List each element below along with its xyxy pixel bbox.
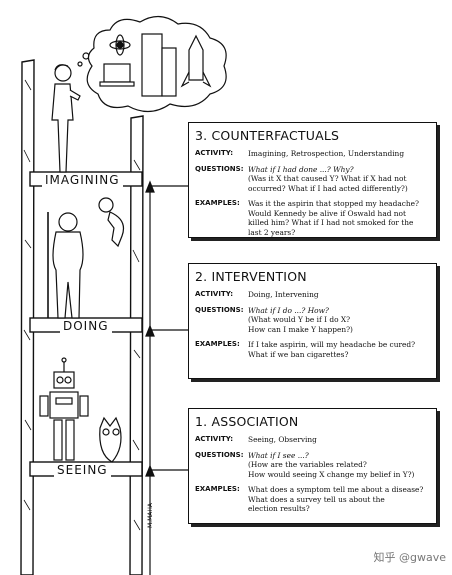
- example-line: Would Kennedy be alive if Oswald had not: [248, 208, 406, 218]
- activity-value: Seeing, Observing: [248, 435, 317, 444]
- ladder-rails: [20, 59, 144, 575]
- rung-label-doing: DOING: [60, 319, 112, 333]
- activity-value: Imagining, Retrospection, Understanding: [248, 149, 405, 158]
- question-line: occurred? What if I had acted differentl…: [248, 183, 408, 193]
- example-line: If I take aspirin, will my headache be c…: [248, 340, 416, 349]
- questions-row: QUESTIONS: What if I see ...? (How are t…: [195, 451, 430, 480]
- questions-lead: What if I had done ...? Why?: [248, 164, 354, 174]
- example-line: killed him? What if I had not smoked for…: [248, 218, 414, 227]
- thinking-person-figure: [51, 64, 81, 173]
- examples-label: EXAMPLES:: [195, 199, 240, 207]
- association-box: 1. ASSOCIATION ACTIVITY: Seeing, Observi…: [188, 408, 437, 524]
- caveman-figure: [47, 212, 84, 319]
- box-title: 3. COUNTERFACTUALS: [195, 128, 340, 143]
- thought-cloud: [77, 15, 227, 113]
- counterfactuals-box: 3. COUNTERFACTUALS ACTIVITY: Imagining, …: [188, 122, 437, 238]
- watermark: 知乎 @gwave: [373, 551, 447, 564]
- example-line: What does a survey tell us about the: [248, 494, 385, 504]
- question-line: (How are the variables related?: [248, 460, 367, 469]
- activity-row: ACTIVITY: Imagining, Retrospection, Unde…: [195, 149, 430, 159]
- questions-label: QUESTIONS:: [195, 305, 244, 314]
- activity-label: ACTIVITY:: [195, 149, 233, 157]
- question-line: How can I make Y happen?): [248, 324, 353, 334]
- questions-lead: What if I do ...? How?: [248, 305, 329, 315]
- question-line: (What would Y be if I do X?: [248, 315, 351, 324]
- artist-signature: M.MAHA: [147, 503, 154, 528]
- questions-label: QUESTIONS:: [195, 164, 244, 173]
- robot-figure: [39, 357, 89, 461]
- examples-label: EXAMPLES:: [195, 340, 240, 348]
- questions-label: QUESTIONS:: [195, 450, 244, 459]
- example-line: Was it the aspirin that stopped my heada…: [248, 199, 419, 208]
- activity-row: ACTIVITY: Doing, Intervening: [195, 290, 430, 300]
- activity-row: ACTIVITY: Seeing, Observing: [195, 435, 430, 445]
- activity-value: Doing, Intervening: [248, 290, 319, 299]
- arrow-connectors: [145, 180, 188, 575]
- baby-figure: [98, 197, 125, 248]
- example-line: last 2 years?: [248, 227, 296, 237]
- examples-row: EXAMPLES: Was it the aspirin that stoppe…: [195, 199, 430, 237]
- rung-label-imagining: IMAGINING: [42, 173, 123, 187]
- examples-label: EXAMPLES:: [195, 485, 240, 493]
- box-title: 2. INTERVENTION: [195, 269, 307, 284]
- activity-label: ACTIVITY:: [195, 290, 233, 298]
- examples-row: EXAMPLES: If I take aspirin, will my hea…: [195, 340, 430, 359]
- box-title: 1. ASSOCIATION: [195, 414, 299, 429]
- question-line: (Was it X that caused Y? What if X had n…: [248, 174, 407, 183]
- question-line: How would seeing X change my belief in Y…: [248, 469, 415, 479]
- examples-row: EXAMPLES: What does a symptom tell me ab…: [195, 485, 430, 514]
- example-line: What does a symptom tell me about a dise…: [248, 485, 424, 494]
- questions-lead: What if I see ...?: [248, 450, 309, 460]
- questions-row: QUESTIONS: What if I do ...? How? (What …: [195, 306, 430, 335]
- example-line: election results?: [248, 504, 310, 513]
- example-line: What if we ban cigarettes?: [248, 349, 349, 359]
- activity-label: ACTIVITY:: [195, 435, 233, 443]
- owl-figure: [99, 416, 122, 463]
- questions-row: QUESTIONS: What if I had done ...? Why? …: [195, 165, 430, 194]
- intervention-box: 2. INTERVENTION ACTIVITY: Doing, Interve…: [188, 263, 437, 379]
- rung-label-seeing: SEEING: [54, 463, 111, 477]
